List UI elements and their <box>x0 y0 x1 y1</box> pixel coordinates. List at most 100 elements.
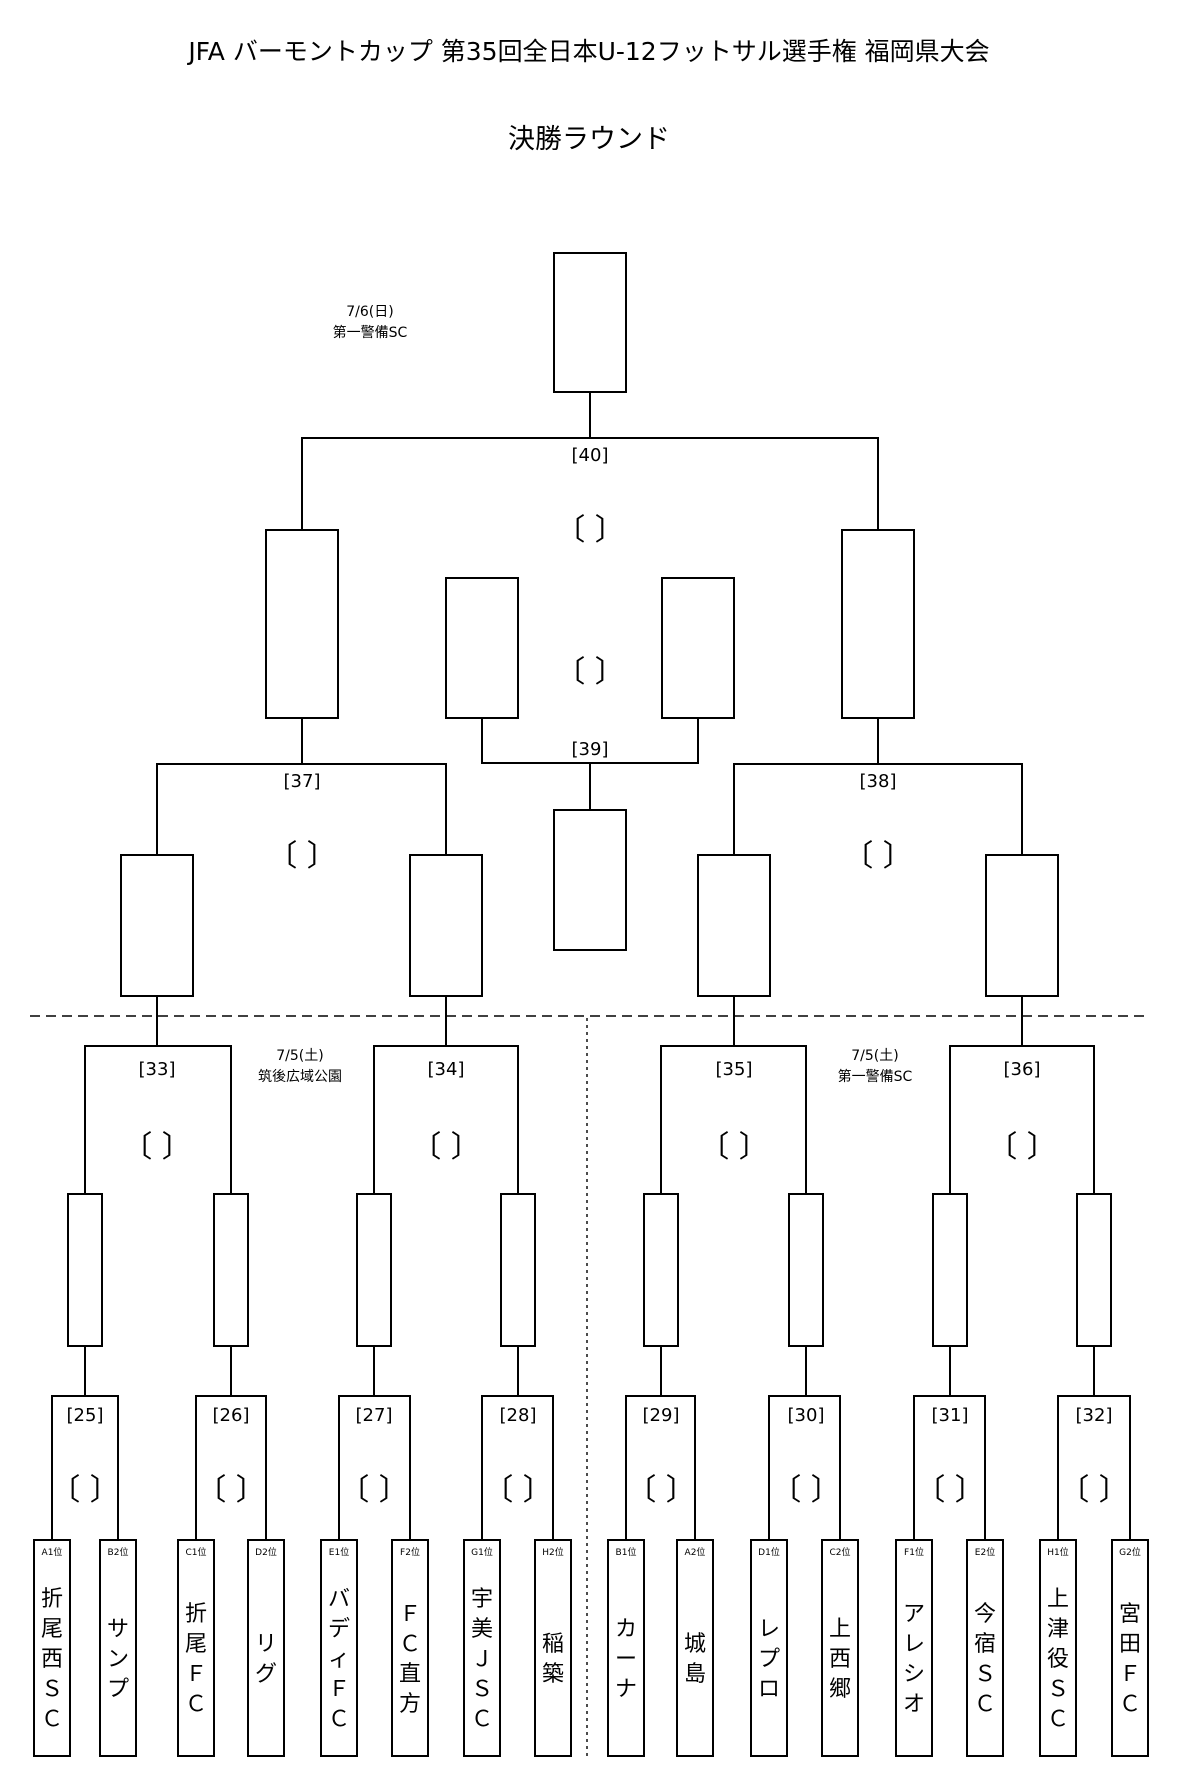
score-brackets: 〔 〕 <box>50 1473 120 1508</box>
team-box <box>177 1539 215 1757</box>
team-group-rank: C2位 <box>829 1546 850 1558</box>
team-name: サンプ <box>107 1617 129 1702</box>
score-brackets: 〔 〕 <box>555 655 625 690</box>
finalist-box-left <box>265 529 339 719</box>
team-name: 稲築 <box>542 1632 564 1687</box>
match-number-34: [34] <box>428 1059 465 1080</box>
round-subtitle: 決勝ラウンド <box>508 124 670 155</box>
match-number-27: [27] <box>356 1405 393 1426</box>
team-group-rank: B1位 <box>616 1546 637 1558</box>
quarterfinalist-box <box>67 1193 103 1347</box>
team-group-rank: E2位 <box>975 1546 995 1558</box>
team-box <box>320 1539 358 1757</box>
team-group-rank: G1位 <box>471 1546 493 1558</box>
finalist-box-right <box>841 529 915 719</box>
team-box <box>391 1539 429 1757</box>
score-brackets: 〔 〕 <box>267 839 337 874</box>
team-name: 上津役ＳＣ <box>1047 1587 1069 1732</box>
team-group-rank: F1位 <box>904 1546 924 1558</box>
team-box <box>247 1539 285 1757</box>
team-box <box>33 1539 71 1757</box>
match-number-35: [35] <box>716 1059 753 1080</box>
quarterfinalist-box <box>356 1193 392 1347</box>
team-box <box>463 1539 501 1757</box>
team-box <box>966 1539 1004 1757</box>
score-brackets: 〔 〕 <box>771 1473 841 1508</box>
semifinalist-box <box>409 854 483 997</box>
team-box <box>1111 1539 1149 1757</box>
document-title: JFA バーモントカップ 第35回全日本U-12フットサル選手権 福岡県大会 <box>186 37 989 66</box>
venue-right-place: 第一警備SC <box>838 1068 913 1085</box>
team-group-rank: A1位 <box>42 1546 63 1558</box>
team-box <box>607 1539 645 1757</box>
team-name: レプロ <box>758 1617 780 1702</box>
team-group-rank: B2位 <box>108 1546 129 1558</box>
score-brackets: 〔 〕 <box>626 1473 696 1508</box>
team-box <box>676 1539 714 1757</box>
match-number-28: [28] <box>500 1405 537 1426</box>
score-brackets: 〔 〕 <box>411 1130 481 1165</box>
team-box <box>534 1539 572 1757</box>
venue-final-date: 7/6(日) <box>346 304 393 320</box>
semifinalist-box <box>120 854 194 997</box>
team-name: アレシオ <box>903 1602 925 1717</box>
team-name: 城島 <box>684 1632 706 1687</box>
match-number-33: [33] <box>139 1059 176 1080</box>
match-number-37: [37] <box>284 771 321 792</box>
divider-lines <box>30 1015 1150 1760</box>
score-brackets: 〔 〕 <box>843 839 913 874</box>
third-place-winner-box <box>553 809 627 951</box>
score-brackets: 〔 〕 <box>122 1130 192 1165</box>
team-group-rank: D1位 <box>758 1546 780 1558</box>
match-number-26: [26] <box>213 1405 250 1426</box>
team-boxes: A1位折尾西ＳＣB2位サンプC1位折尾ＦＣD2位リグE1位バディＦＣF2位ＦＣ直… <box>33 1539 1149 1757</box>
venue-left-date: 7/5(土) <box>276 1048 323 1064</box>
team-box <box>99 1539 137 1757</box>
match-number-40: [40] <box>572 445 609 466</box>
team-name: 今宿ＳＣ <box>974 1602 996 1717</box>
score-brackets: 〔 〕 <box>196 1473 266 1508</box>
score-brackets: 〔 〕 <box>915 1473 985 1508</box>
score-brackets: 〔 〕 <box>483 1473 553 1508</box>
score-brackets: 〔 〕 <box>699 1130 769 1165</box>
third-place-box-right <box>661 577 735 719</box>
match-number-29: [29] <box>643 1405 680 1426</box>
team-box <box>895 1539 933 1757</box>
team-name: 折尾ＦＣ <box>185 1602 207 1717</box>
score-brackets: 〔 〕 <box>987 1130 1057 1165</box>
team-name: リグ <box>255 1632 277 1687</box>
quarterfinalist-box <box>213 1193 249 1347</box>
team-group-rank: D2位 <box>255 1546 277 1558</box>
score-brackets: 〔 〕 <box>555 513 625 548</box>
quarterfinalist-box <box>500 1193 536 1347</box>
champion-box <box>553 252 627 393</box>
team-group-rank: E1位 <box>329 1546 349 1558</box>
team-name: ＦＣ直方 <box>399 1602 421 1717</box>
team-name: バディＦＣ <box>328 1587 350 1732</box>
quarterfinalist-box <box>788 1193 824 1347</box>
match-number-39: [39] <box>572 739 609 760</box>
venue-right-date: 7/5(土) <box>851 1048 898 1064</box>
match-number-32: [32] <box>1076 1405 1113 1426</box>
semifinalist-box <box>985 854 1059 997</box>
venue-final-place: 第一警備SC <box>333 324 408 341</box>
team-box <box>821 1539 859 1757</box>
team-group-rank: A2位 <box>685 1546 706 1558</box>
quarterfinalist-box <box>1076 1193 1112 1347</box>
team-group-rank: C1位 <box>185 1546 206 1558</box>
team-group-rank: G2位 <box>1119 1546 1141 1558</box>
score-brackets: 〔 〕 <box>339 1473 409 1508</box>
match-number-31: [31] <box>932 1405 969 1426</box>
team-group-rank: H2位 <box>542 1546 564 1558</box>
quarterfinalist-box <box>932 1193 968 1347</box>
score-brackets: 〔 〕 <box>1059 1473 1129 1508</box>
match-number-25: [25] <box>67 1405 104 1426</box>
match-number-38: [38] <box>860 771 897 792</box>
quarterfinalist-box <box>643 1193 679 1347</box>
team-name: カーナ <box>615 1617 637 1702</box>
team-name: 宇美ＪＳＣ <box>471 1587 493 1732</box>
team-name: 折尾西ＳＣ <box>41 1587 63 1732</box>
match-number-36: [36] <box>1004 1059 1041 1080</box>
bracket-lines <box>51 392 1131 1540</box>
